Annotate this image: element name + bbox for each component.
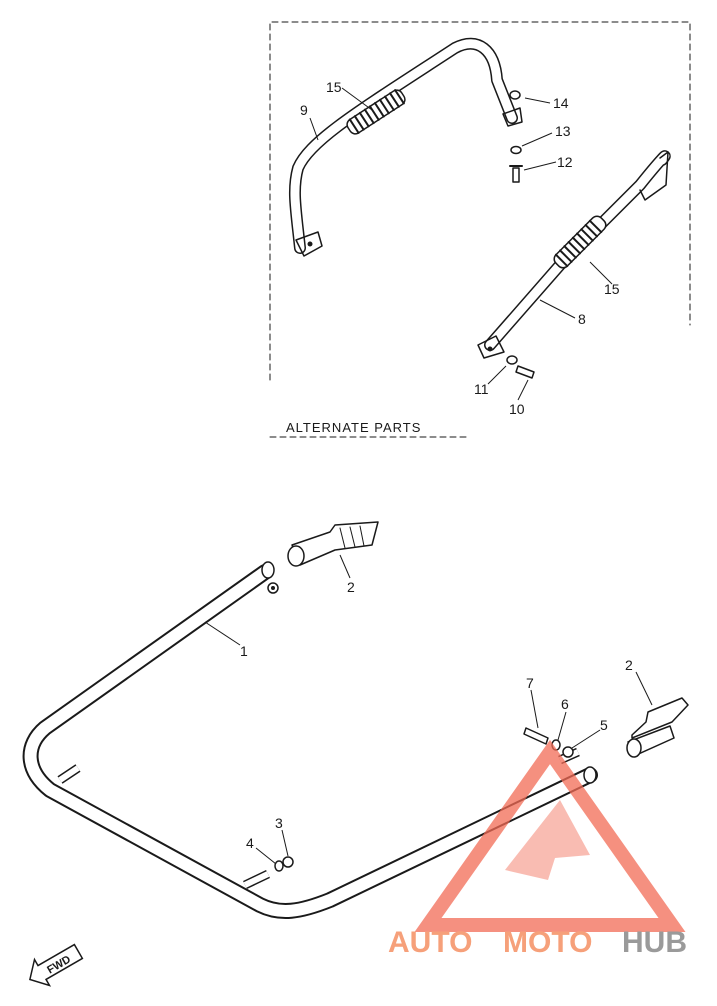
- watermark-part-2: MOTO: [503, 926, 592, 959]
- part-5-nut: [562, 746, 574, 758]
- part-14-nut: [509, 90, 521, 100]
- part-13-washer: [510, 145, 522, 155]
- part-4-washer: [274, 860, 284, 872]
- callout-13: 13: [555, 123, 571, 139]
- callout-2-top: 2: [347, 579, 355, 595]
- part-12-bolt: [509, 165, 523, 183]
- watermark-part-1: AUTO: [388, 926, 472, 959]
- part-10-bolt: [515, 365, 535, 379]
- alternate-parts-frame: [269, 21, 691, 438]
- callout-7: 7: [526, 675, 534, 691]
- leaders-main: [204, 554, 653, 865]
- callout-15-lower: 15: [604, 281, 620, 297]
- callout-1: 1: [240, 643, 248, 659]
- callout-14: 14: [553, 95, 569, 111]
- part-3-nut: [282, 856, 294, 868]
- watermark-text: AUTO MOTO HUB: [388, 926, 687, 959]
- callout-9: 9: [300, 102, 308, 118]
- watermark-part-3: HUB: [622, 926, 687, 959]
- watermark-triangle-icon: [414, 739, 686, 932]
- part-7-bolt: [523, 727, 549, 745]
- part-2-grip-right: [626, 697, 689, 758]
- part-11-washer: [506, 355, 518, 365]
- callout-11: 11: [474, 381, 489, 397]
- part-1-main-bar: [22, 561, 598, 919]
- callout-12: 12: [557, 154, 573, 170]
- callout-labels: 15 9 14 13 12 15 8 11 10 2 1 7 6 5 2 3 4: [240, 79, 633, 851]
- callout-5: 5: [600, 717, 608, 733]
- callout-4: 4: [246, 835, 254, 851]
- callout-2-right: 2: [625, 657, 633, 673]
- watermark-logo: [414, 739, 686, 932]
- callout-8: 8: [578, 311, 586, 327]
- part-8-bar: [477, 150, 671, 359]
- part-15-grip-lower: [553, 215, 607, 269]
- part-2-grip-top: [287, 521, 379, 567]
- part-9-bar: [288, 37, 523, 257]
- callout-3: 3: [275, 815, 283, 831]
- fwd-label: FWD: [45, 953, 73, 976]
- leaders-upper: [309, 87, 613, 401]
- part-nut-top: [267, 582, 279, 594]
- fwd-arrow-icon: FWD: [28, 943, 84, 987]
- part-15-grip-upper: [346, 89, 406, 135]
- callout-15-upper: 15: [326, 79, 342, 95]
- callout-10: 10: [509, 401, 525, 417]
- section-caption: ALTERNATE PARTS: [286, 420, 421, 435]
- callout-6: 6: [561, 696, 569, 712]
